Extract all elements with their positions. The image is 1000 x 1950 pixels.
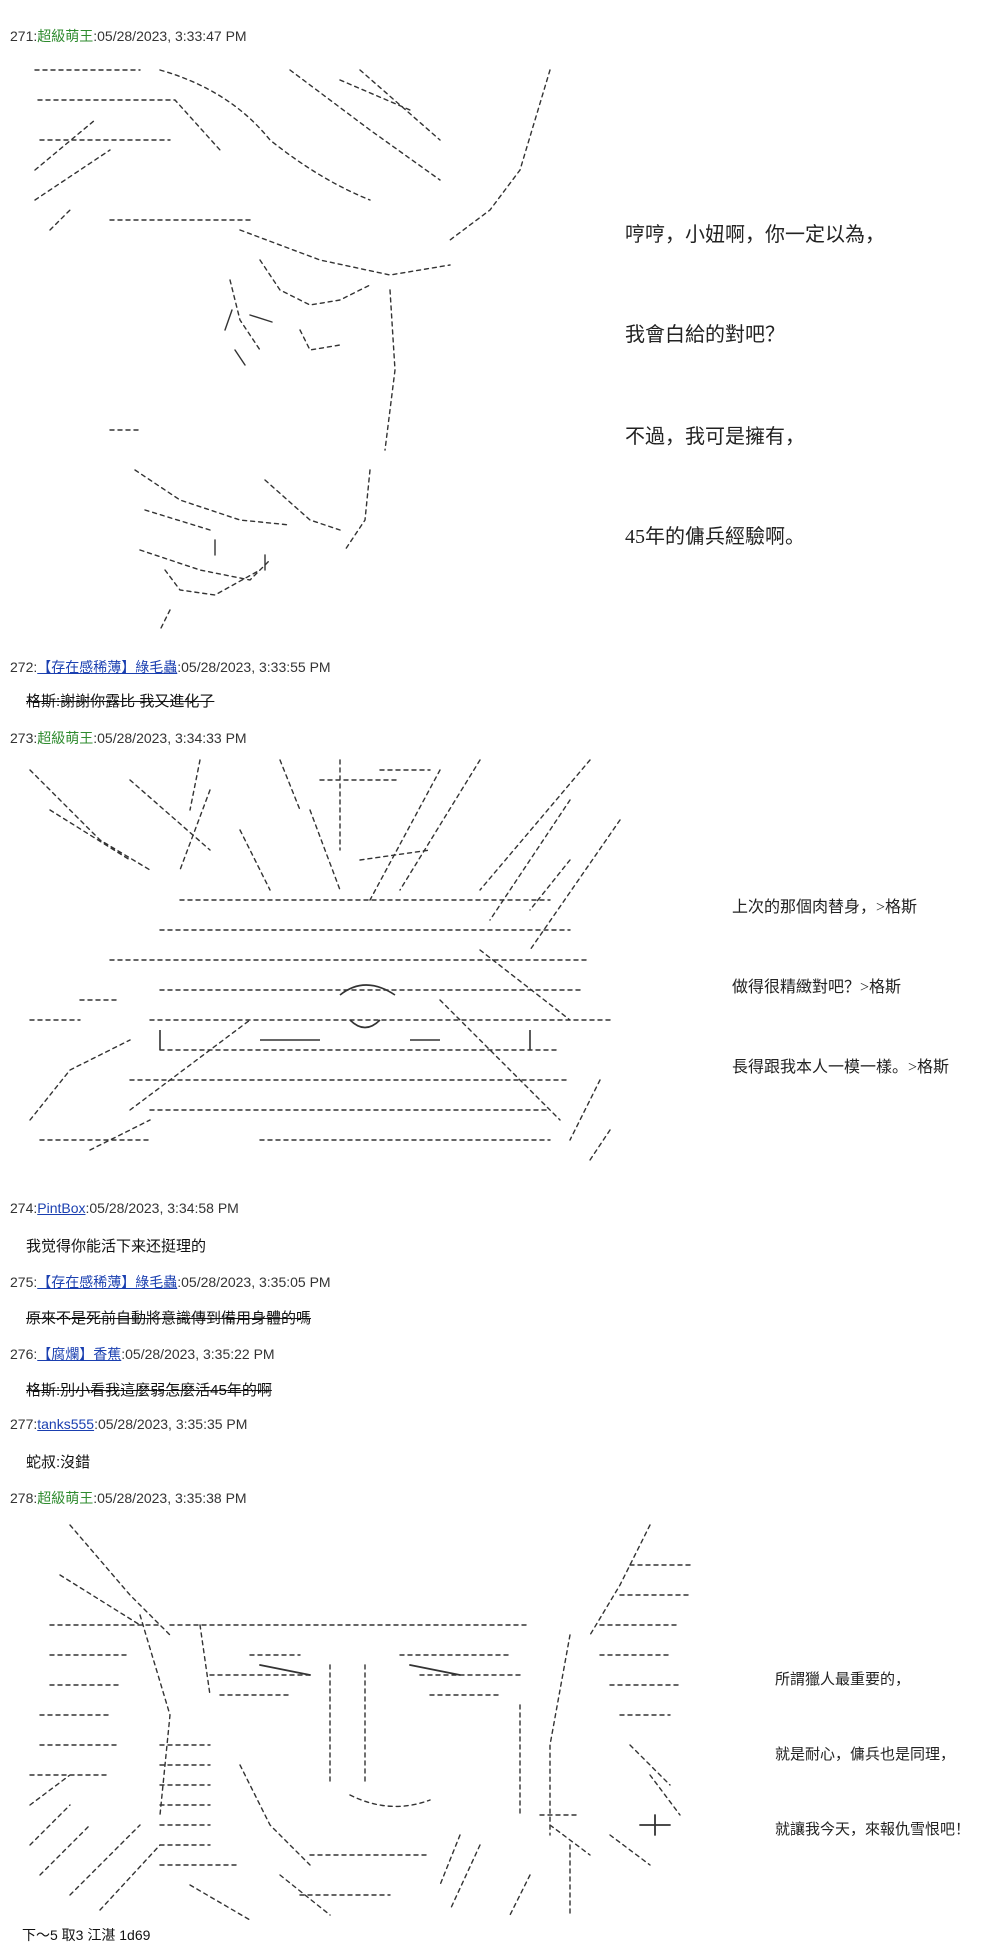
post-number: 271 bbox=[10, 28, 34, 44]
post-timestamp: 05/28/2023, 3:34:58 PM bbox=[89, 1200, 239, 1216]
poster-name[interactable]: PintBox bbox=[37, 1200, 86, 1216]
poster-name[interactable]: tanks555 bbox=[37, 1416, 95, 1432]
poster-name[interactable]: 超級萌王 bbox=[37, 730, 94, 746]
dialogue-line: 我會白給的對吧？ bbox=[625, 324, 785, 346]
dialogue-line: 長得跟我本人一模一樣。>格斯 bbox=[732, 1059, 950, 1076]
post-header-273: 273:超級萌王:05/28/2023, 3:34:33 PM bbox=[10, 730, 247, 746]
poster-name[interactable]: 【存在感稀薄】綠毛蟲 bbox=[37, 1274, 178, 1290]
post-header-275: 275:【存在感稀薄】綠毛蟲:05/28/2023, 3:35:05 PM bbox=[10, 1274, 331, 1290]
ascii-art-gatts-angry bbox=[10, 1515, 710, 1925]
post-number: 275 bbox=[10, 1274, 34, 1290]
post-timestamp: 05/28/2023, 3:35:38 PM bbox=[97, 1490, 247, 1506]
post-header-271: 271:超級萌王:05/28/2023, 3:33:47 PM bbox=[10, 28, 247, 44]
post-number: 272 bbox=[10, 659, 34, 675]
post-number: 278 bbox=[10, 1490, 34, 1506]
post-number: 274 bbox=[10, 1200, 34, 1216]
post-number: 273 bbox=[10, 730, 34, 746]
poster-name[interactable]: 【存在感稀薄】綠毛蟲 bbox=[37, 659, 178, 675]
post-body-277: 蛇叔:沒錯 bbox=[26, 1454, 91, 1471]
poster-name[interactable]: 超級萌王 bbox=[37, 28, 94, 44]
poster-name[interactable]: 超級萌王 bbox=[37, 1490, 94, 1506]
poster-name[interactable]: 【腐爛】香蕉 bbox=[37, 1346, 122, 1362]
post-header-277: 277:tanks555:05/28/2023, 3:35:35 PM bbox=[10, 1416, 248, 1432]
dialogue-line: 就讓我今天，來報仇雪恨吧！ bbox=[775, 1822, 971, 1838]
post-timestamp: 05/28/2023, 3:35:05 PM bbox=[181, 1274, 331, 1290]
post-body-274: 我觉得你能活下来还挺理的 bbox=[26, 1238, 207, 1255]
dialogue-line: 不過，我可是擁有， bbox=[625, 426, 805, 448]
post-header-274: 274:PintBox:05/28/2023, 3:34:58 PM bbox=[10, 1200, 239, 1216]
post-body-272: 格斯:謝謝你露比 我又進化了 bbox=[26, 693, 215, 710]
dialogue-line: 所謂獵人最重要的， bbox=[775, 1672, 911, 1688]
post-header-272: 272:【存在感稀薄】綠毛蟲:05/28/2023, 3:33:55 PM bbox=[10, 659, 331, 675]
post-timestamp: 05/28/2023, 3:33:47 PM bbox=[97, 28, 247, 44]
post-timestamp: 05/28/2023, 3:33:55 PM bbox=[181, 659, 331, 675]
post-timestamp: 05/28/2023, 3:35:22 PM bbox=[125, 1346, 275, 1362]
ascii-art-gatts-face bbox=[10, 50, 570, 630]
post-number: 276 bbox=[10, 1346, 34, 1362]
dialogue-line: 45年的傭兵經驗啊。 bbox=[625, 526, 805, 548]
dialogue-line: 就是耐心，傭兵也是同理， bbox=[775, 1747, 956, 1763]
dialogue-line: 哼哼，小妞啊，你一定以為， bbox=[625, 224, 885, 246]
post-header-278: 278:超級萌王:05/28/2023, 3:35:38 PM bbox=[10, 1490, 247, 1506]
post-timestamp: 05/28/2023, 3:34:33 PM bbox=[97, 730, 247, 746]
dialogue-line: 上次的那個肉替身，>格斯 bbox=[732, 899, 918, 916]
post-timestamp: 05/28/2023, 3:35:35 PM bbox=[97, 1416, 248, 1432]
dice-roll-footer: 下～5 取3 江湛 1d69 bbox=[22, 1927, 151, 1943]
dialogue-line: 做得很精緻對吧？>格斯 bbox=[732, 979, 902, 996]
post-number: 277 bbox=[10, 1416, 34, 1432]
post-body-276: 格斯:別小看我這麼弱怎麼活45年的啊 bbox=[26, 1382, 272, 1399]
ascii-art-decoy-body bbox=[10, 750, 640, 1170]
post-body-275: 原來不是死前自動將意識傳到備用身體的嗎 bbox=[26, 1310, 312, 1327]
post-header-276: 276:【腐爛】香蕉:05/28/2023, 3:35:22 PM bbox=[10, 1346, 275, 1362]
